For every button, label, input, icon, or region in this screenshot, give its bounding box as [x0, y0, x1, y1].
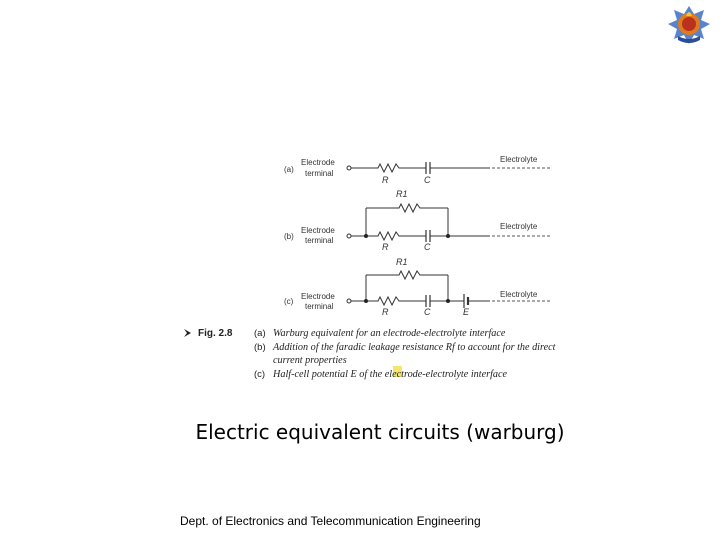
caption-fig-label: Fig. 2.8: [198, 328, 233, 339]
electrode-terminal-b-line2: terminal: [305, 236, 334, 245]
electrode-terminal-b-line1: Electrode: [301, 226, 335, 235]
electrolyte-label-c: Electrolyte: [500, 290, 538, 299]
label-c-c: C: [424, 307, 431, 317]
label-c-b: C: [424, 242, 431, 252]
circuit-c: R1 (c) Electrode terminal R C E: [284, 257, 552, 317]
institution-logo: [664, 2, 714, 48]
label-e-c: E: [463, 307, 470, 317]
caption-text-a: Warburg equivalent for an electrode-elec…: [273, 328, 506, 339]
caption-text-c: Half-cell potential E of the electrode-e…: [272, 369, 508, 380]
resistor-r-c: [374, 296, 403, 306]
caption-text-b: Addition of the faradic leakage resistan…: [272, 342, 557, 353]
slide-title: Electric equivalent circuits (warburg): [195, 420, 565, 444]
electrolyte-label-b: Electrolyte: [500, 222, 538, 231]
figure-caption: Fig. 2.8 (a) Warburg equivalent for an e…: [184, 328, 557, 380]
caption-label-a: (a): [254, 328, 266, 339]
resistor-r-a: [374, 163, 403, 173]
caption-text-b-cont: current properties: [273, 355, 347, 366]
caption-label-b: (b): [254, 342, 266, 353]
circuit-label-c: (c): [284, 297, 294, 306]
electrode-terminal-a-line1: Electrode: [301, 158, 335, 167]
resistor-r1-c: [395, 270, 424, 280]
label-r-c: R: [382, 307, 389, 317]
resistor-r-b: [374, 231, 403, 241]
resistor-r1-b: [395, 203, 424, 213]
label-c-a: C: [424, 175, 431, 185]
electrode-terminal-c-line2: terminal: [305, 302, 334, 311]
circuit-label-b: (b): [284, 232, 294, 241]
electrolyte-label-a: Electrolyte: [500, 155, 538, 164]
circuit-label-a: (a): [284, 165, 294, 174]
circuit-a: (a) Electrode terminal R C Electrolyte: [284, 155, 552, 185]
caption-label-c: (c): [254, 369, 265, 380]
label-r1-b: R1: [396, 189, 408, 199]
electrode-terminal-c-line1: Electrode: [301, 292, 335, 301]
label-r-a: R: [382, 175, 389, 185]
highlight-mark: [393, 366, 402, 377]
slide-footer: Dept. of Electronics and Telecommunicati…: [180, 514, 481, 528]
arrow-bullet-icon: [184, 329, 191, 337]
circuit-b: R1 (b) Electrode terminal R C Electrolyt…: [284, 189, 552, 252]
label-r-b: R: [382, 242, 389, 252]
electrode-terminal-a-line2: terminal: [305, 169, 334, 178]
equivalent-circuit-figure: (a) Electrode terminal R C Electrolyte R…: [180, 150, 670, 390]
label-r1-c: R1: [396, 257, 408, 267]
